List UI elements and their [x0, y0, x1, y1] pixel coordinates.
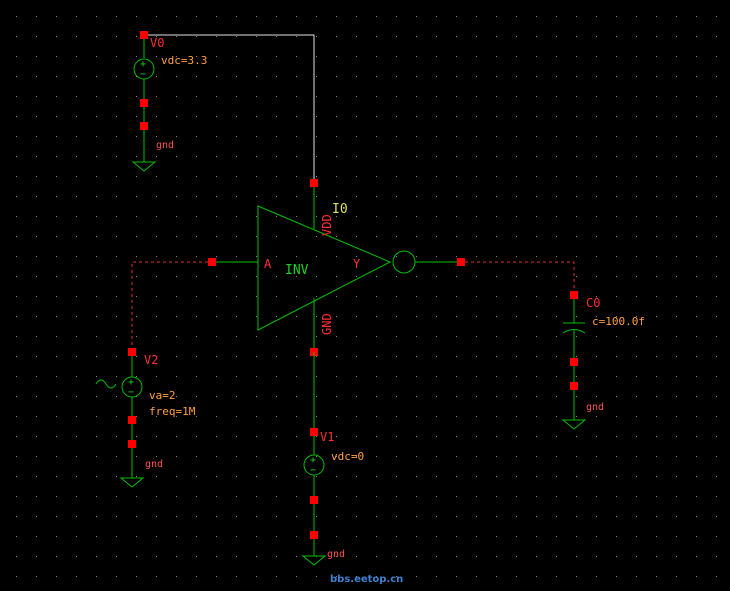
v2-param2-label: freq=1M — [149, 405, 196, 418]
inverter-pin-a[interactable] — [208, 258, 216, 266]
sine-wave-icon — [95, 379, 117, 389]
c0-name-label: C0 — [586, 296, 600, 310]
v1-name-label: V1 — [320, 430, 334, 444]
v1-plus-sign: + — [310, 455, 316, 466]
inverter-pin-gnd-label: GND — [320, 313, 334, 335]
inverter-instance-label: I0 — [332, 202, 348, 217]
v2-ground-symbol — [119, 477, 145, 488]
v2-pin-bottom[interactable] — [128, 416, 136, 424]
c0-ground-symbol — [561, 419, 587, 430]
vdd-net-wire[interactable] — [144, 34, 315, 183]
v0-plus-sign: + — [140, 59, 146, 70]
c0-gnd-label: gnd — [586, 402, 604, 413]
v1-param-label: vdc=0 — [331, 450, 364, 463]
v0-param-label: vdc=3.3 — [161, 54, 207, 67]
v1-pin-top[interactable] — [310, 428, 318, 436]
output-net-wire[interactable] — [465, 261, 575, 295]
v2-pin-ground[interactable] — [128, 440, 136, 448]
inverter-i0[interactable]: INV A Y I0 VDD GND — [208, 179, 465, 356]
v0-minus-sign: − — [140, 69, 146, 80]
inverter-triangle — [257, 205, 392, 331]
v1-pin-ground[interactable] — [310, 531, 318, 539]
c0-capacitor[interactable]: C0 c=100.0f gnd — [561, 291, 645, 430]
v2-name-label: V2 — [144, 353, 158, 367]
v1-ground-symbol — [301, 555, 327, 566]
v0-gnd-label: gnd — [156, 140, 174, 151]
v2-gnd-label: gnd — [145, 459, 163, 470]
v2-param1-label: va=2 — [149, 389, 176, 402]
inverter-pin-y[interactable] — [457, 258, 465, 266]
c0-pin-ground[interactable] — [570, 382, 578, 390]
v1-pin-bottom[interactable] — [310, 496, 318, 504]
watermark: bbs.eetop.cn — [330, 574, 403, 585]
v0-pin-ground[interactable] — [140, 122, 148, 130]
c0-pin-bottom[interactable] — [570, 358, 578, 366]
inverter-pin-vdd-label: VDD — [320, 214, 334, 236]
c0-pin-top[interactable] — [570, 291, 578, 299]
v0-ground-symbol — [131, 161, 157, 172]
c0-plate-bottom — [562, 329, 586, 334]
v2-source[interactable]: + − V2 va=2 freq=1M gnd — [95, 348, 196, 488]
v0-pin-bottom[interactable] — [140, 99, 148, 107]
v2-plus-sign: + — [128, 377, 134, 388]
v0-source[interactable]: + − V0 vdc=3.3 gnd — [131, 31, 207, 172]
inverter-pin-y-label: Y — [353, 257, 361, 271]
v0-name-label: V0 — [150, 36, 164, 50]
input-net-wire[interactable] — [131, 261, 208, 352]
inverter-pin-vdd[interactable] — [310, 179, 318, 187]
v2-minus-sign: − — [128, 387, 134, 398]
inverter-pin-a-label: A — [264, 257, 272, 271]
v1-minus-sign: − — [310, 465, 316, 476]
c0-param-label: c=100.0f — [592, 315, 645, 328]
inverter-cell-label: INV — [285, 263, 309, 278]
v1-source[interactable]: + − V1 vdc=0 gnd — [301, 352, 364, 566]
v1-gnd-label: gnd — [327, 549, 345, 560]
v2-pin-top[interactable] — [128, 348, 136, 356]
v0-pin-top[interactable] — [140, 31, 148, 39]
